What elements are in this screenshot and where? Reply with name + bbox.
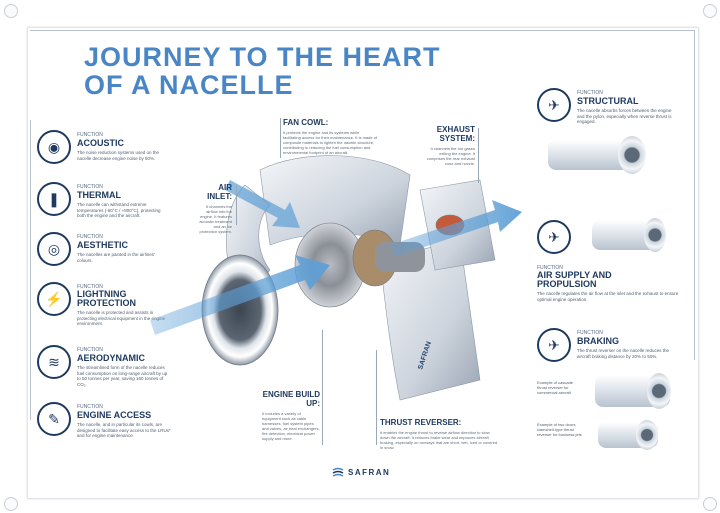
nacelle-intake: [647, 373, 671, 409]
function-name: LIGHTNING PROTECTION: [77, 289, 137, 308]
leader-line: [280, 118, 281, 158]
function-name: ACOUSTIC: [77, 138, 124, 148]
function-name: AIR SUPPLY AND PROPULSION: [537, 270, 612, 289]
callout-fan-cowl: FAN COWL: It protects the engine and its…: [283, 118, 378, 155]
function-aesthetic: ◎ FUNCTION AESTHETIC The nacelles are pa…: [37, 232, 172, 272]
function-structural: ✈ FUNCTION STRUCTURAL The nacelle absorb…: [537, 88, 687, 148]
safran-logo: SAFRAN: [332, 467, 390, 477]
leader-line: [376, 350, 377, 445]
plane-icon: ✈: [537, 220, 571, 254]
function-braking: ✈ FUNCTION BRAKING The thrust reverser o…: [537, 328, 687, 368]
function-name: BRAKING: [577, 336, 619, 346]
safran-logo-icon: [332, 467, 344, 477]
nacelle-intake: [618, 136, 646, 174]
wrench-icon: ✎: [37, 402, 71, 436]
function-air-supply-text: FUNCTION AIR SUPPLY AND PROPULSION The n…: [537, 265, 687, 305]
clamshell-reverser-image: [598, 420, 658, 450]
page-title: JOURNEY TO THE HEART OF A NACELLE: [84, 43, 444, 99]
function-engine-access: ✎ FUNCTION ENGINE ACCESS The nacelle, an…: [37, 402, 172, 452]
function-desc: The nacelle, and in particular its cowls…: [77, 422, 171, 438]
airflow-icon: ≋: [37, 345, 71, 379]
braking-example-cascade: Example of cascade thrust reverser for c…: [537, 380, 574, 395]
callout-text: It channels the hot gases exiting the en…: [426, 146, 475, 166]
leader-line: [478, 128, 479, 183]
corner-mark: [4, 4, 18, 18]
function-name: STRUCTURAL: [577, 96, 639, 106]
leader-line: [236, 185, 237, 225]
callout-title: EXHAUST SYSTEM:: [436, 125, 475, 143]
air-supply-nacelle-image: [592, 218, 666, 252]
callout-engine-build-up: ENGINE BUILD UP: It includes a variety o…: [262, 390, 320, 441]
callout-text: It enables the engine thrust to reverse …: [380, 430, 498, 450]
frame-line-right: [694, 30, 695, 360]
callout-title: AIR INLET:: [207, 183, 232, 201]
thermometer-icon: ❚: [37, 182, 71, 216]
nacelle-illustration: SAFRAN: [150, 155, 522, 401]
callout-text: It protects the engine and its systems w…: [283, 130, 378, 155]
callout-exhaust-system: EXHAUST SYSTEM: It channels the hot gase…: [425, 125, 475, 166]
frame-line-top: [30, 30, 695, 31]
function-kicker: FUNCTION: [77, 347, 103, 353]
callout-text: It includes a variety of equipment such …: [262, 411, 320, 441]
function-desc: The nacelle absorbs forces between the e…: [577, 108, 672, 124]
nacelle-intake: [644, 218, 666, 252]
function-aerodynamic: ≋ FUNCTION AERODYNAMIC The streamlined f…: [37, 345, 172, 395]
leader-line: [322, 330, 323, 445]
function-name: AERODYNAMIC: [77, 353, 146, 363]
function-desc: The streamlined form of the nacelle redu…: [77, 365, 168, 387]
nacelle-intake: [636, 420, 658, 450]
corner-mark: [703, 497, 717, 511]
function-kicker: FUNCTION: [577, 330, 603, 336]
airflow-arrow-exhaust: [390, 200, 522, 257]
callout-title: THRUST REVERSER:: [380, 418, 462, 427]
plane-icon: ✈: [537, 88, 571, 122]
function-name: ENGINE ACCESS: [77, 410, 152, 420]
function-lightning-protection: ⚡ FUNCTION LIGHTNING PROTECTION The nace…: [37, 282, 172, 332]
frame-line-left: [30, 120, 31, 420]
corner-mark: [4, 497, 18, 511]
corner-mark: [703, 4, 717, 18]
callout-text: It channels the airflow into the engine.…: [199, 204, 232, 234]
function-desc: The noise reduction systems used on the …: [77, 150, 160, 161]
cascade-reverser-image: [595, 373, 671, 409]
structural-nacelle-image: [548, 136, 646, 174]
function-acoustic: ◉ FUNCTION ACOUSTIC The noise reduction …: [37, 130, 172, 178]
callout-title: ENGINE BUILD UP:: [262, 390, 320, 408]
function-name: AESTHETIC: [77, 240, 129, 250]
function-kicker: FUNCTION: [537, 265, 563, 271]
callout-title: FAN COWL:: [283, 118, 329, 127]
function-desc: The nacelle can withstand extreme temper…: [77, 202, 161, 218]
airflow-arrow-main: [150, 255, 330, 335]
function-thermal: ❚ FUNCTION THERMAL The nacelle can withs…: [37, 182, 172, 230]
function-air-supply: ✈: [537, 220, 687, 254]
function-kicker: FUNCTION: [77, 132, 103, 138]
function-kicker: FUNCTION: [77, 284, 103, 290]
title-line-1: JOURNEY TO THE HEART: [84, 42, 441, 72]
function-kicker: FUNCTION: [77, 234, 103, 240]
lightning-icon: ⚡: [37, 282, 71, 316]
title-line-2: OF A NACELLE: [84, 70, 294, 100]
braking-example-clamshell: Example of two doors clamshell-type thru…: [537, 422, 582, 437]
brand-name: SAFRAN: [348, 467, 391, 477]
function-desc: The thrust reverser on the nacelle reduc…: [577, 348, 670, 359]
function-kicker: FUNCTION: [77, 184, 103, 190]
airflow-arrow-upper: [225, 180, 300, 228]
function-desc: The nacelle regulates the air flow at th…: [537, 291, 679, 302]
function-desc: The nacelles are painted in the airlines…: [77, 252, 155, 263]
callout-air-inlet: AIR INLET: It channels the airflow into …: [198, 183, 232, 234]
function-desc: The nacelle is protected and assists in …: [77, 310, 166, 326]
ear-icon: ◉: [37, 130, 71, 164]
plane-icon: ✈: [537, 328, 571, 362]
function-kicker: FUNCTION: [77, 404, 103, 410]
callout-thrust-reverser: THRUST REVERSER: It enables the engine t…: [380, 418, 500, 450]
function-name: THERMAL: [77, 190, 121, 200]
function-kicker: FUNCTION: [577, 90, 603, 96]
eye-icon: ◎: [37, 232, 71, 266]
